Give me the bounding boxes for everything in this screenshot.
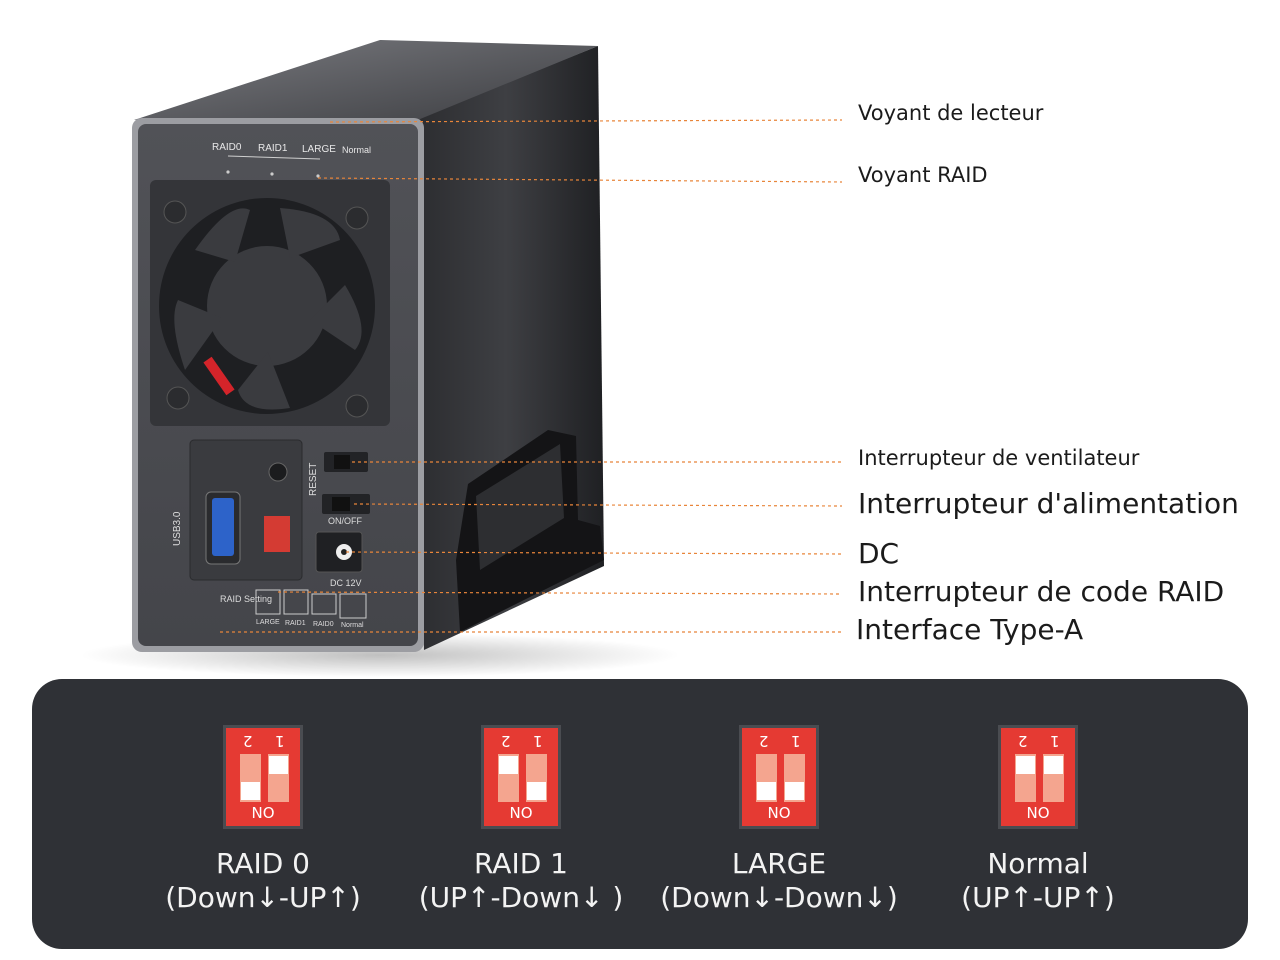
dip-knob-2: [757, 782, 776, 800]
reset-label: RESET: [308, 463, 319, 496]
callout-leader-lines: [220, 119, 843, 633]
mode-label-raid0: RAID0: [313, 621, 334, 628]
dip-switch-icon: 1 2 NO: [998, 725, 1078, 829]
raid-setting-legend-icon: [255, 589, 367, 619]
dip-number-1: 1: [791, 732, 801, 750]
raid-mode-large: 1 2 NO LARGE (Down↓-Down↓): [650, 725, 908, 915]
raid-mode-name: Normal: [987, 847, 1089, 880]
mode-label-raid1: RAID1: [285, 620, 306, 627]
dip-no-label: NO: [509, 804, 533, 822]
raid-mode-name: RAID 1: [473, 847, 568, 880]
enclosure-illustration: RAID0 RAID1 LARGE Normal USB3.0 RESET ON…: [80, 40, 843, 677]
led-label-raid1: RAID1: [258, 143, 288, 154]
mode-label-large: LARGE: [256, 619, 280, 626]
dip-knob-1: [269, 756, 288, 774]
callout-fan-switch: Interrupteur de ventilateur: [858, 446, 1140, 470]
dip-number-1: 1: [275, 732, 285, 750]
dip-knob-2: [241, 782, 260, 800]
raid-led-dot: [226, 170, 230, 174]
raid-mode-name: LARGE: [731, 847, 827, 880]
dip-knob-1: [527, 782, 546, 800]
dip-switch-icon: 1 2 NO: [223, 725, 303, 829]
dip-number-2: 2: [759, 732, 769, 750]
dip-knob-1: [1044, 756, 1063, 774]
dip-number-2: 2: [243, 732, 253, 750]
screw-icon: [163, 200, 369, 418]
raid-led-dot: [316, 174, 320, 178]
onoff-label: ON/OFF: [328, 516, 362, 526]
led-label-raid0: RAID0: [212, 142, 242, 153]
led-label-large: LARGE: [302, 144, 336, 155]
dip-number-1: 1: [533, 732, 543, 750]
callout-raid-led: Voyant RAID: [858, 163, 988, 187]
callout-drive-led: Voyant de lecteur: [858, 101, 1044, 125]
raid-mode-raid1: 1 2 NO RAID 1 (UP↑-Down↓ ): [392, 725, 650, 915]
callout-type-a: Interface Type-A: [856, 613, 1084, 646]
dip-number-2: 2: [1018, 732, 1028, 750]
usb-label: USB3.0: [172, 511, 183, 546]
dip-no-label: NO: [251, 804, 275, 822]
dc-label: DC 12V: [330, 578, 362, 588]
dip-no-label: NO: [767, 804, 791, 822]
callout-raid-code-switch: Interrupteur de code RAID: [858, 575, 1225, 608]
dip-number-1: 1: [1050, 732, 1060, 750]
raid-mode-normal: 1 2 NO Normal (UP↑-UP↑): [909, 725, 1167, 915]
raid-mode-code: (Down↓-UP↑): [165, 881, 361, 914]
reset-button[interactable]: [268, 462, 288, 482]
mode-label-normal: Normal: [341, 622, 364, 629]
raid-dip-switch[interactable]: [264, 516, 290, 552]
raid-mode-name: RAID 0: [215, 847, 310, 880]
dip-knob-2: [499, 756, 518, 774]
callout-dc: DC: [858, 537, 900, 570]
dip-switch-icon: 1 2 NO: [481, 725, 561, 829]
raid-mode-raid0: 1 2 NO RAID 0 (Down↓-UP↑): [134, 725, 392, 915]
raid-led-dot: [270, 172, 274, 176]
raid-mode-code: (UP↑-Down↓ ): [418, 881, 624, 914]
callout-power-switch: Interrupteur d'alimentation: [858, 487, 1239, 520]
dip-number-2: 2: [501, 732, 511, 750]
raid-setting-label: RAID Setting: [220, 594, 272, 604]
fan-icon: [159, 198, 375, 414]
led-label-normal: Normal: [342, 145, 371, 155]
enclosure-top: [134, 40, 598, 124]
dip-no-label: NO: [1026, 804, 1050, 822]
dip-knob-2: [1016, 756, 1035, 774]
raid-mode-code: (Down↓-Down↓): [660, 881, 898, 914]
raid-mode-panel: 1 2 NO RAID 0 (Down↓-UP↑) 1 2 NO RAID 1 …: [32, 679, 1248, 949]
dip-knob-1: [785, 782, 804, 800]
dip-switch-icon: 1 2 NO: [739, 725, 819, 829]
raid-mode-code: (UP↑-UP↑): [961, 881, 1115, 914]
